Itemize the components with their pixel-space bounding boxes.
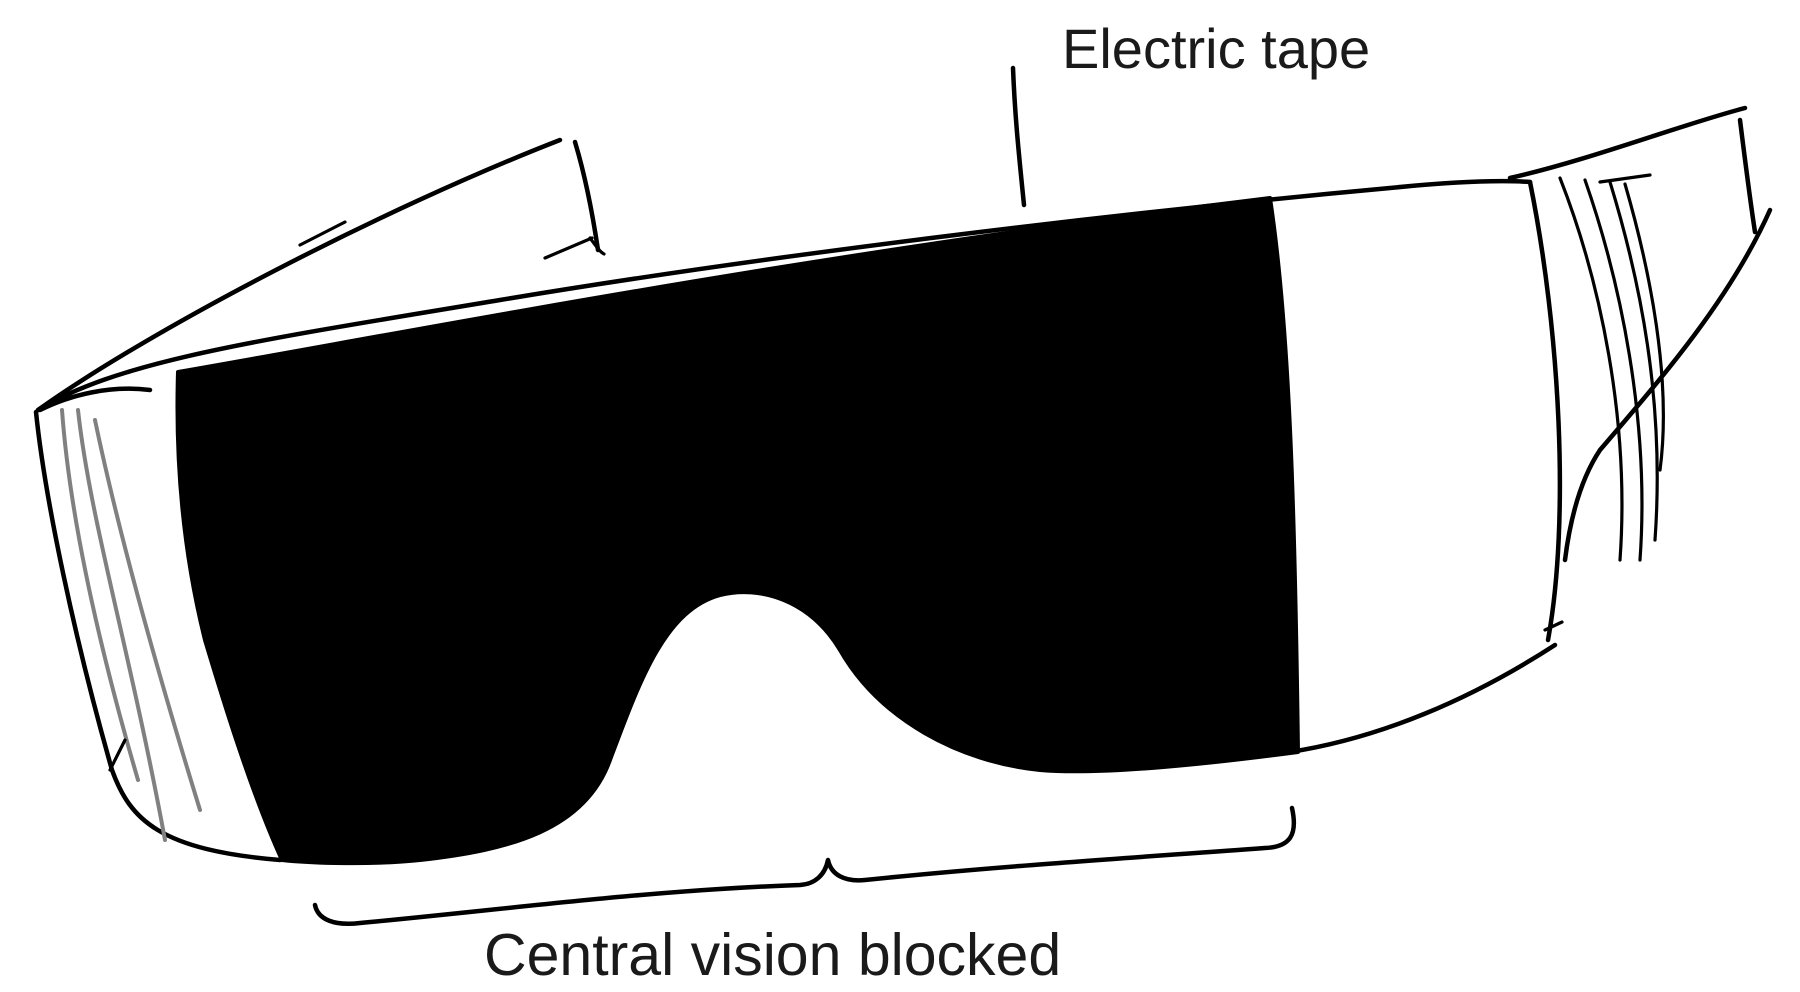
left-strap-lines [60,408,202,842]
electric-tape-label: Electric tape [1062,17,1370,80]
left-temple-arm [35,137,606,413]
tape-leader-line [1010,65,1027,208]
central-vision-blocked-label: Central vision blocked [484,922,1061,988]
electric-tape-block [175,196,1300,866]
lens-outline [33,179,1564,863]
right-temple-arm [1507,105,1773,563]
central-vision-brace [312,805,1297,926]
